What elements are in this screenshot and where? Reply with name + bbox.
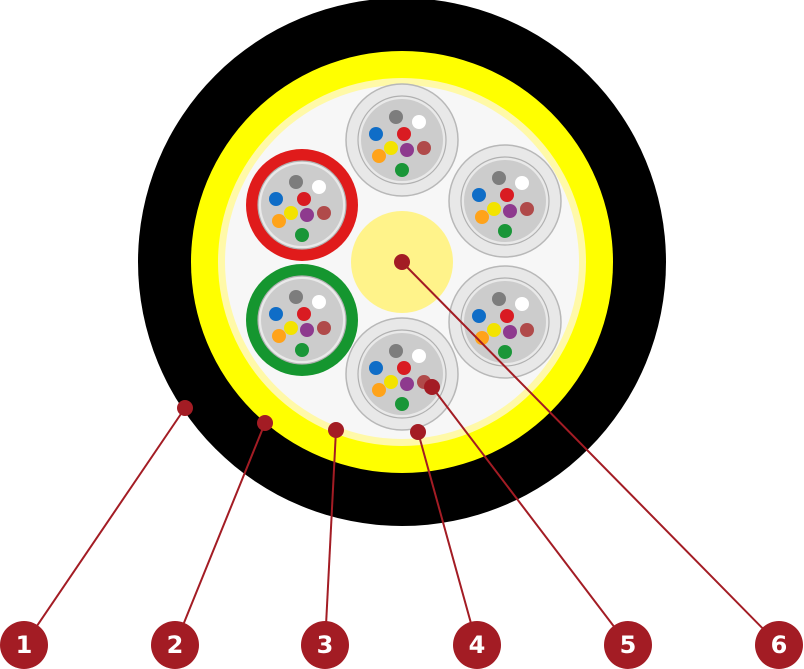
fiber-dot — [472, 188, 486, 202]
fiber-dot — [475, 210, 489, 224]
fiber-dot — [515, 176, 529, 190]
fiber-dot — [498, 345, 512, 359]
fiber-dot — [372, 149, 386, 163]
callout-4-circle — [453, 621, 501, 669]
fiber-dot — [300, 323, 314, 337]
fiber-dot — [520, 323, 534, 337]
fiber-dot — [472, 309, 486, 323]
fiber-dot — [384, 375, 398, 389]
fiber-dot — [312, 180, 326, 194]
fiber-dot — [412, 115, 426, 129]
fiber-dot — [397, 361, 411, 375]
fiber-dot — [487, 323, 501, 337]
callout-6: 6 — [755, 621, 803, 669]
callout-3-circle — [301, 621, 349, 669]
callout-anchor-dot — [424, 379, 440, 395]
fiber-dot — [312, 295, 326, 309]
callout-6-circle — [755, 621, 803, 669]
fiber-dot — [300, 208, 314, 222]
fiber-dot — [520, 202, 534, 216]
callout-5-label: 5 — [620, 631, 637, 659]
fiber-dot — [397, 127, 411, 141]
callout-line-6 — [394, 254, 780, 646]
fiber-dot — [272, 329, 286, 343]
fiber-dot — [400, 377, 414, 391]
fiber-dot — [289, 290, 303, 304]
fiber-dot — [500, 309, 514, 323]
fiber-dot — [317, 321, 331, 335]
callout-line-3 — [324, 422, 344, 646]
fiber-dot — [395, 397, 409, 411]
callout-2-circle — [151, 621, 199, 669]
callout-anchor-dot — [410, 424, 426, 440]
callout-2-label: 2 — [167, 631, 184, 659]
callout-anchor-dot — [257, 415, 273, 431]
fiber-dot — [503, 325, 517, 339]
callout-line-4 — [410, 424, 478, 646]
fiber-dot — [417, 141, 431, 155]
fiber-dot — [289, 175, 303, 189]
tube-lower-left — [246, 264, 358, 376]
fiber-dot — [372, 383, 386, 397]
fiber-dot — [295, 343, 309, 357]
callout-1: 1 — [0, 621, 48, 669]
callout-5-circle — [604, 621, 652, 669]
fiber-dot — [389, 110, 403, 124]
callout-line-5 — [424, 379, 629, 646]
fiber-dot — [297, 307, 311, 321]
tube-lower-right — [448, 265, 562, 379]
callout-3-label: 3 — [317, 631, 334, 659]
fiber-dot — [389, 344, 403, 358]
callout-5: 5 — [604, 621, 652, 669]
callout-anchor-dot — [394, 254, 410, 270]
fiber-dot — [295, 228, 309, 242]
fiber-dot — [475, 331, 489, 345]
callout-4-label: 4 — [469, 631, 486, 659]
tube-upper-left — [246, 149, 358, 261]
fiber-dot — [500, 188, 514, 202]
callout-line-1 — [23, 400, 193, 646]
fiber-dot — [369, 127, 383, 141]
callout-4: 4 — [453, 621, 501, 669]
fiber-dot — [384, 141, 398, 155]
fiber-dot — [297, 192, 311, 206]
callout-1-circle — [0, 621, 48, 669]
callout-markers: 1 2 3 4 5 6 — [0, 621, 803, 669]
fiber-dot — [515, 297, 529, 311]
fiber-dot — [400, 143, 414, 157]
fiber-dot — [317, 206, 331, 220]
tube-upper-right — [448, 144, 562, 258]
callout-anchor-dot — [177, 400, 193, 416]
callout-2: 2 — [151, 621, 199, 669]
tube-bottom — [345, 317, 459, 431]
fiber-dot — [284, 206, 298, 220]
loose-tubes — [246, 83, 562, 431]
fiber-dot — [269, 307, 283, 321]
fiber-dot — [269, 192, 283, 206]
fiber-dot — [498, 224, 512, 238]
fiber-dot — [503, 204, 517, 218]
callout-line-2 — [174, 415, 273, 646]
callout-3: 3 — [301, 621, 349, 669]
fiber-dot — [284, 321, 298, 335]
fiber-dot — [412, 349, 426, 363]
fiber-dot — [492, 292, 506, 306]
fiber-dot — [492, 171, 506, 185]
tube-top — [345, 83, 459, 197]
fiber-dot — [369, 361, 383, 375]
callout-anchor-dot — [328, 422, 344, 438]
fiber-dot — [487, 202, 501, 216]
callout-lines — [23, 254, 780, 646]
fiber-dot — [272, 214, 286, 228]
fiber-dot — [395, 163, 409, 177]
callout-6-label: 6 — [771, 631, 788, 659]
callout-1-label: 1 — [16, 631, 33, 659]
